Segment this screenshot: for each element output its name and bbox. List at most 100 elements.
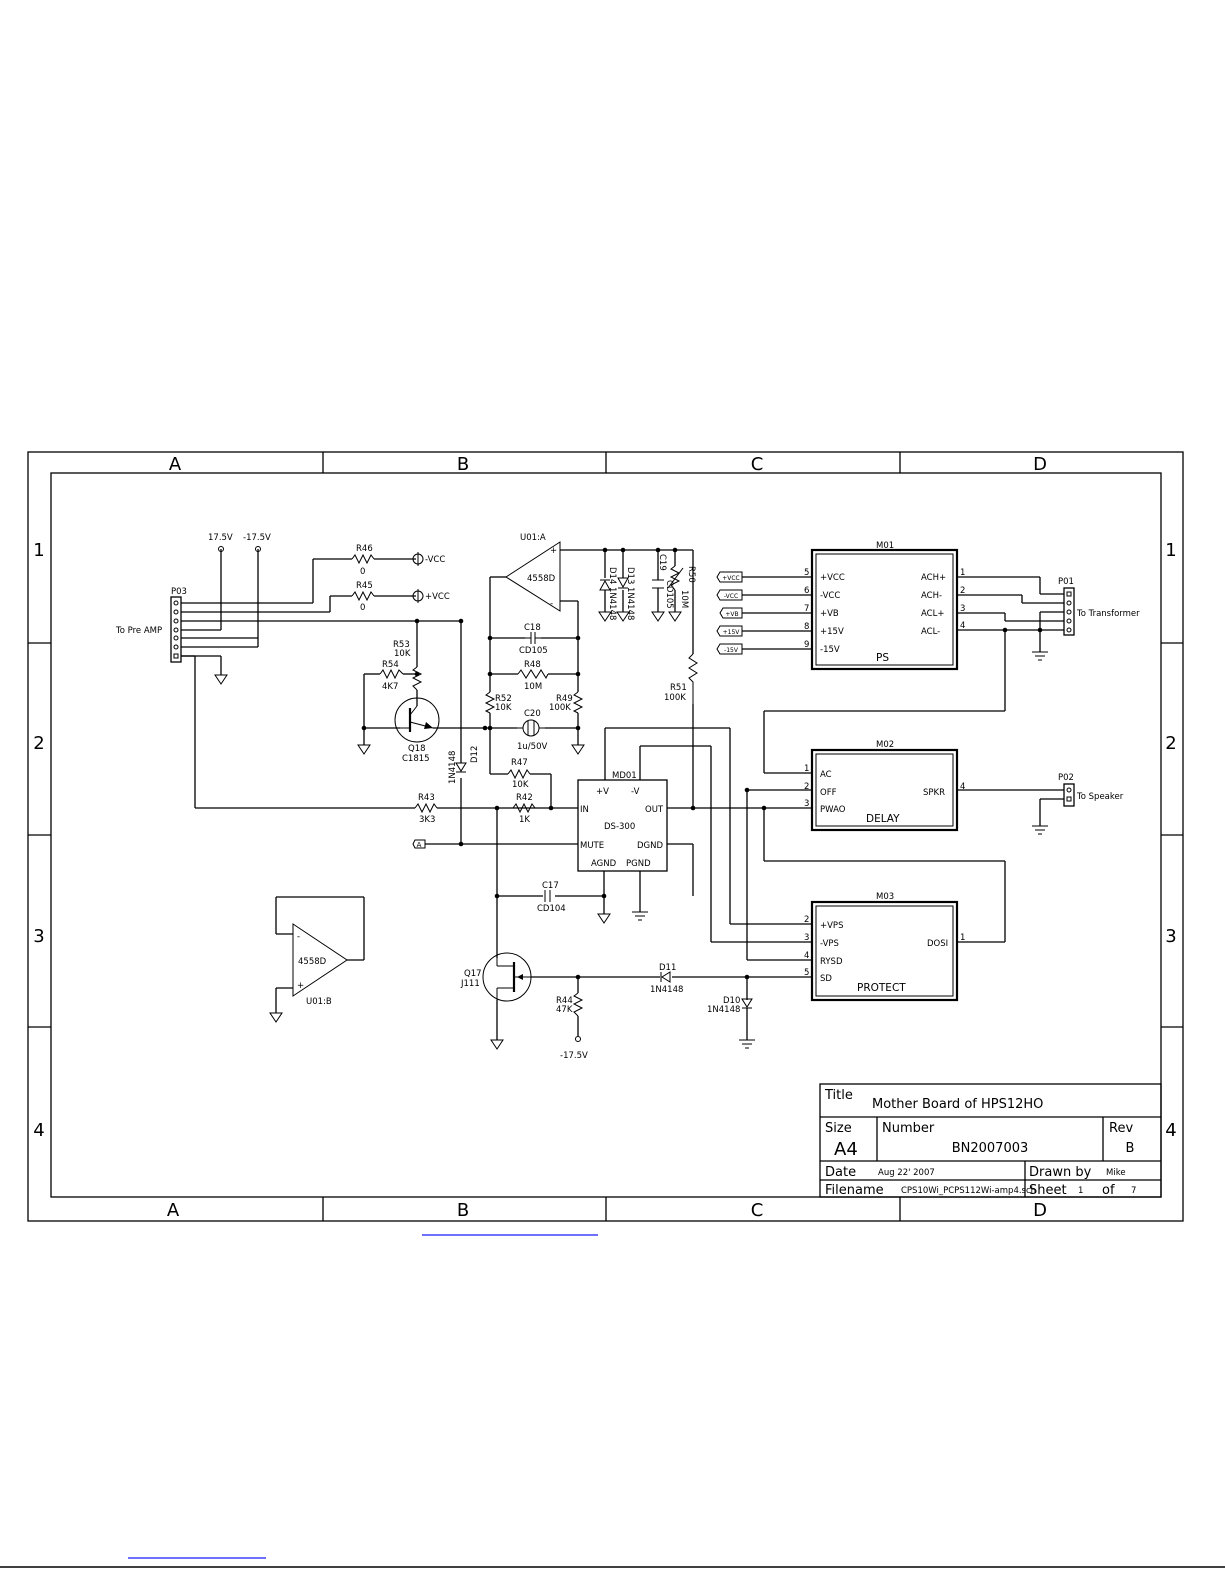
r47-value: 10K xyxy=(512,780,529,790)
m02-pin-name: OFF xyxy=(820,788,837,798)
row-label-1-right: 1 xyxy=(1165,540,1176,561)
rail-neg-label: -17.5V xyxy=(243,533,271,543)
r42-ref: R42 xyxy=(516,793,533,803)
module-m03-protect: M03 PROTECT 2 +VPS 3 -VPS 4 RYSD 5 SD 1 … xyxy=(804,892,965,1002)
m02-pin-name: SPKR xyxy=(923,788,945,798)
size-label: Size xyxy=(825,1121,852,1136)
m02-pin-name: PWAO xyxy=(820,805,846,815)
rev-label: Rev xyxy=(1109,1121,1133,1136)
svg-text:+: + xyxy=(297,981,304,991)
m03-pin-num: 4 xyxy=(804,951,809,961)
svg-text:+VCC: +VCC xyxy=(722,575,740,582)
md01-pin-in: IN xyxy=(580,805,589,815)
md01-pin-dgnd: DGND xyxy=(637,841,663,851)
m01-pin-name: -VCC xyxy=(820,591,840,601)
rail-neg-17v5: -17.5V xyxy=(243,533,271,552)
drawing-title: Mother Board of HPS12HO xyxy=(872,1097,1043,1112)
offpage-connector-a: A xyxy=(412,839,426,849)
column-label-d-bottom: D xyxy=(1033,1200,1047,1221)
r48-value: 10M xyxy=(524,682,542,692)
m01-name: PS xyxy=(876,652,889,664)
m01-pin-num: 5 xyxy=(804,568,809,578)
svg-text:-VCC: -VCC xyxy=(724,593,738,600)
ps-flags: +VCC -VCC +VB +15V -15V xyxy=(716,571,743,655)
module-md01: MD01 +V -V IN OUT DS-300 MUTE DGND AGND … xyxy=(577,771,668,872)
of-label: of xyxy=(1102,1183,1115,1198)
p01-label: To Transformer xyxy=(1076,609,1140,619)
drawn-by: Mike xyxy=(1106,1168,1126,1178)
r52-value: 10K xyxy=(495,703,512,713)
resistor-r45: R45 0 xyxy=(351,581,375,613)
column-label-d-top: D xyxy=(1033,454,1047,475)
r45-ref: R45 xyxy=(356,581,373,591)
m02-ref: M02 xyxy=(876,740,894,750)
m01-pin-name: +15V xyxy=(820,627,844,637)
diode-d12: D12 1N4148 xyxy=(448,746,480,784)
r43-ref: R43 xyxy=(418,793,435,803)
m01-pin-name: ACH+ xyxy=(921,573,946,583)
date-label: Date xyxy=(825,1165,856,1180)
row-label-2-right: 2 xyxy=(1165,733,1176,754)
m03-pin-name: +VPS xyxy=(820,921,843,931)
m01-pin-name: -15V xyxy=(820,645,840,655)
m01-pin-name: ACH- xyxy=(921,591,942,601)
c19-value: CD105 xyxy=(664,580,674,609)
r54-value: 4K7 xyxy=(382,682,398,692)
row-label-4-right: 4 xyxy=(1165,1120,1176,1141)
flag-pos-vcc: +VCC xyxy=(412,589,450,603)
md01-pin-pgnd: PGND xyxy=(626,859,651,869)
m02-pin-num: 1 xyxy=(804,764,809,774)
sheet-label: Sheet xyxy=(1029,1183,1067,1198)
document-number: BN2007003 xyxy=(952,1141,1029,1156)
m01-pin-num: 4 xyxy=(960,621,965,631)
d14-ref: D14 xyxy=(607,567,617,584)
column-label-a-bottom: A xyxy=(167,1200,180,1221)
c18-value: CD105 xyxy=(519,646,548,656)
connector-p01: P01 To Transformer xyxy=(1058,577,1140,636)
md01-ref: MD01 xyxy=(612,771,637,781)
p01-ref: P01 xyxy=(1058,577,1074,587)
c19-ref: C19 xyxy=(657,554,667,571)
m02-name: DELAY xyxy=(866,813,900,825)
u01b-value: 4558D xyxy=(298,957,327,967)
capacitor-c18: C18 CD105 xyxy=(519,623,548,656)
m03-pin-name: -VPS xyxy=(820,939,839,949)
flag-neg-15v-ps: -15V xyxy=(716,643,743,655)
flag-neg-vcc-label: -VCC xyxy=(425,555,445,565)
m01-pin-num: 2 xyxy=(960,586,965,596)
svg-text:-: - xyxy=(550,599,553,609)
diode-d13: D13 1N4148 xyxy=(617,567,635,620)
column-label-c-bottom: C xyxy=(751,1200,764,1221)
r50-value: 10M xyxy=(679,590,689,608)
p02-ref: P02 xyxy=(1058,773,1074,783)
c20-value: 1u/50V xyxy=(517,742,547,752)
p03-label: To Pre AMP xyxy=(115,626,162,636)
m03-ref: M03 xyxy=(876,892,894,902)
ground-symbols xyxy=(214,611,682,1050)
column-label-a-top: A xyxy=(169,454,182,475)
transistor-q17: Q17 J111 xyxy=(460,952,532,1002)
flag-neg-vcc-ps: -VCC xyxy=(716,589,743,601)
r46-ref: R46 xyxy=(356,544,373,554)
r49-ref: R49 xyxy=(556,694,573,704)
u01a-ref: U01:A xyxy=(520,533,546,543)
r54-ref: R54 xyxy=(382,660,399,670)
r50-ref: R50 xyxy=(686,566,696,583)
r49-value: 100K xyxy=(549,703,571,713)
column-label-b-top: B xyxy=(457,454,469,475)
m02-pin-num: 3 xyxy=(804,799,809,809)
m01-pin-num: 6 xyxy=(804,586,809,596)
resistor-r49: R49 100K xyxy=(549,691,584,714)
m03-pin-num: 2 xyxy=(804,915,809,925)
junctions xyxy=(361,547,1043,980)
r51-value: 100K xyxy=(664,693,686,703)
m02-pin-num: 4 xyxy=(960,782,965,792)
rail-pos-17v5: 17.5V xyxy=(208,533,233,552)
u01a-value: 4558D xyxy=(527,574,556,584)
r51-ref: R51 xyxy=(670,683,687,693)
transistor-q18: Q18 C1815 xyxy=(394,697,440,764)
resistor-r48: R48 10M xyxy=(517,660,549,692)
m03-pin-num: 1 xyxy=(960,933,965,943)
md01-name: DS-300 xyxy=(604,822,635,832)
